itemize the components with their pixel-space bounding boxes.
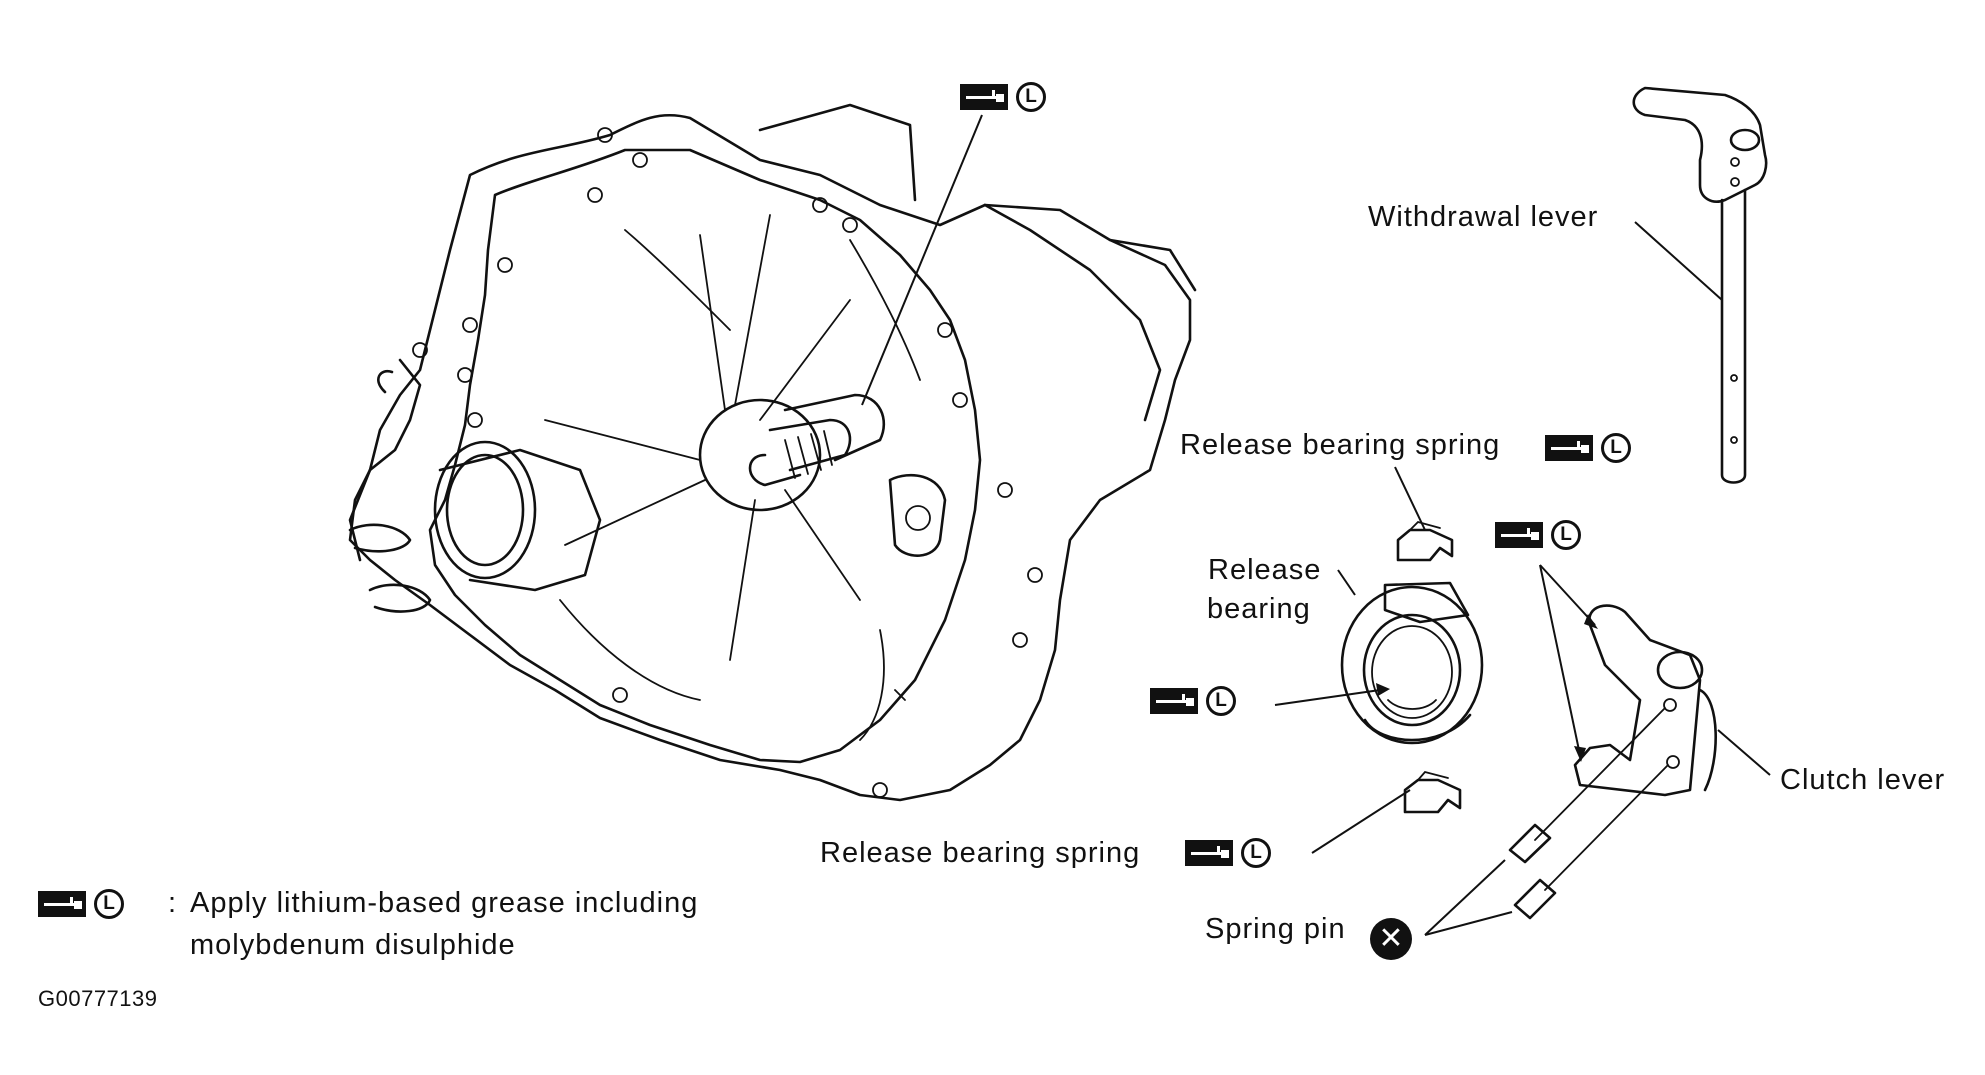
grease-letter-badge: L bbox=[1241, 838, 1271, 868]
grease-symbol-input-shaft: L bbox=[960, 82, 1050, 114]
grease-symbol-spring-top: L bbox=[1545, 433, 1635, 465]
grease-letter-badge: L bbox=[1206, 686, 1236, 716]
spring-pin-label: Spring pin bbox=[1205, 913, 1346, 945]
do-not-reuse-icon: ✕ bbox=[1370, 918, 1412, 960]
release-bearing-drawing bbox=[1340, 581, 1484, 745]
grease-letter-badge: L bbox=[1601, 433, 1631, 463]
grease-gun-icon bbox=[960, 84, 1008, 110]
grease-letter-badge: L bbox=[1016, 82, 1046, 112]
figure-code: G00777139 bbox=[38, 986, 158, 1011]
release-bearing-label-line1: Release bbox=[1208, 554, 1322, 586]
grease-letter-badge: L bbox=[94, 889, 124, 919]
release-bearing-label-line2: bearing bbox=[1207, 593, 1311, 625]
grease-symbol-legend: L bbox=[38, 889, 128, 921]
grease-gun-icon bbox=[1185, 840, 1233, 866]
release-bearing-spring-label-top: Release bearing spring bbox=[1180, 429, 1501, 461]
legend-text-line2: molybdenum disulphide bbox=[190, 929, 516, 961]
clutch-lever-label: Clutch lever bbox=[1780, 764, 1946, 796]
grease-gun-icon bbox=[1150, 688, 1198, 714]
transaxle-housing-drawing bbox=[348, 103, 1197, 802]
grease-gun-icon bbox=[38, 891, 86, 917]
grease-gun-icon bbox=[1545, 435, 1593, 461]
release-bearing-spring-drawing bbox=[1396, 520, 1462, 814]
legend-text-line1: Apply lithium-based grease including bbox=[190, 887, 699, 919]
leader-lines bbox=[861, 114, 1771, 936]
grease-symbol-spring-bottom: L bbox=[1185, 838, 1275, 870]
grease-symbol-clutch-lever: L bbox=[1495, 520, 1585, 552]
grease-gun-icon bbox=[1495, 522, 1543, 548]
grease-symbol-release-bearing: L bbox=[1150, 686, 1240, 718]
withdrawal-lever-drawing bbox=[1632, 86, 1768, 484]
grease-letter-badge: L bbox=[1551, 520, 1581, 550]
legend-separator: : bbox=[168, 887, 178, 919]
clutch-lever-drawing bbox=[1508, 604, 1717, 920]
release-bearing-spring-label-bottom: Release bearing spring bbox=[820, 837, 1141, 869]
withdrawal-lever-label: Withdrawal lever bbox=[1368, 201, 1599, 233]
